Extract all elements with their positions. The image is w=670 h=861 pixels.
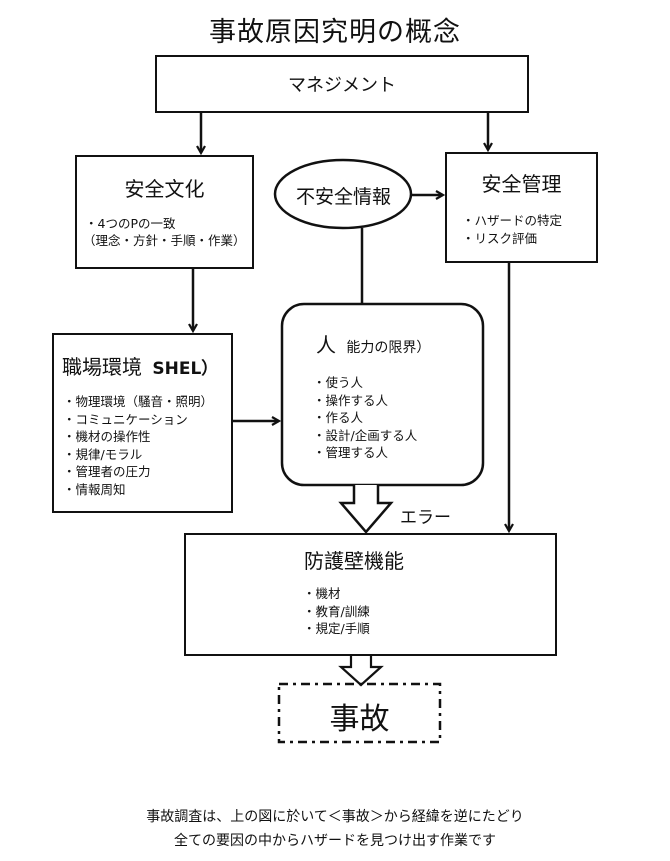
management-box: マネジメント — [155, 55, 529, 113]
safety-culture-item-text: 4つのPの一致 — [97, 216, 176, 231]
workplace-title-text: 職場環境 — [62, 355, 142, 379]
accident-box-shape — [277, 682, 442, 744]
workplace-item: 機材の操作性 — [66, 428, 213, 446]
workplace-item: コミュニケーション — [66, 411, 213, 429]
human-title-text: 人 — [316, 333, 336, 357]
human-item: 作る人 — [316, 409, 417, 427]
barrier-item: 教育/訓練 — [306, 603, 370, 621]
human-box: 人 能力の限界） 使う人 操作する人 作る人 設計/企画する人 管理する人 — [282, 304, 483, 485]
error-label: エラー — [400, 508, 451, 528]
human-item: 使う人 — [316, 374, 417, 392]
accident-hollow-arrow — [338, 656, 384, 687]
page-title: 事故原因究明の概念 — [209, 17, 461, 48]
safety-culture-title: 安全文化 — [124, 177, 205, 201]
accident-label: 事故 — [329, 702, 390, 737]
workplace-title: 職場環境 SHEL） — [62, 351, 218, 380]
workplace-item: 情報周知 — [66, 481, 213, 499]
footer-line-1: 事故調査は、上の図に於いて＜事故＞から経緯を逆にたどり — [146, 809, 524, 825]
safety-culture-item: （理念・方針・手順・作業） — [83, 233, 246, 248]
workplace-item: 規律/モラル — [66, 446, 213, 464]
workplace-item: 管理者の圧力 — [66, 463, 213, 481]
barrier-title: 防護壁機能 — [304, 549, 404, 573]
barrier-item: 規定/手順 — [306, 620, 370, 638]
workplace-title-suffix: SHEL） — [152, 359, 219, 379]
safety-management-box: 安全管理 ハザードの特定 リスク評価 — [445, 152, 598, 263]
safety-management-title: 安全管理 — [481, 172, 562, 196]
safety-culture-box: 安全文化 ・4つのPの一致 （理念・方針・手順・作業） — [75, 155, 254, 269]
safety-management-list: ハザードの特定 リスク評価 — [465, 212, 563, 248]
human-item: 設計/企画する人 — [316, 427, 418, 445]
unsafe-info-ellipse — [273, 158, 413, 230]
barrier-item: 機材 — [306, 585, 370, 603]
workplace-item: 物理環境（騒音・照明） — [66, 393, 214, 411]
safety-management-item: リスク評価 — [465, 230, 562, 248]
barrier-list: 機材 教育/訓練 規定/手順 — [306, 585, 370, 638]
barrier-box: 防護壁機能 機材 教育/訓練 規定/手順 — [184, 533, 557, 656]
human-title: 人 能力の限界） — [316, 329, 430, 358]
footer-line-2: 全ての要因の中からハザードを見つけ出す作業です — [174, 833, 496, 849]
management-label: マネジメント — [288, 75, 396, 96]
safety-culture-item: ・4つのPの一致 — [85, 216, 176, 231]
workplace-box: 職場環境 SHEL） 物理環境（騒音・照明） コミュニケーション 機材の操作性 … — [52, 333, 233, 513]
human-subtitle: 能力の限界） — [346, 340, 431, 356]
unsafe-info-label: 不安全情報 — [295, 186, 391, 208]
human-item: 管理する人 — [316, 444, 417, 462]
human-item: 操作する人 — [316, 392, 417, 410]
safety-management-item: ハザードの特定 — [465, 212, 563, 230]
workplace-list: 物理環境（騒音・照明） コミュニケーション 機材の操作性 規律/モラル 管理者の… — [66, 393, 214, 499]
error-hollow-arrow — [338, 485, 394, 534]
human-list: 使う人 操作する人 作る人 設計/企画する人 管理する人 — [316, 374, 418, 462]
